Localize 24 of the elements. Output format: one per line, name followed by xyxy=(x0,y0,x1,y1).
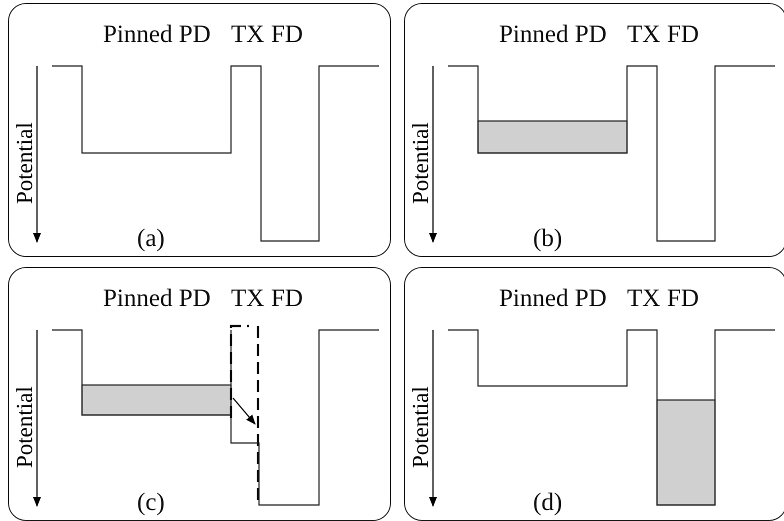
heading-label: TX xyxy=(231,286,264,312)
panel-caption: (c) xyxy=(137,490,165,516)
heading-label: Pinned PD xyxy=(499,22,607,48)
panel-caption: (b) xyxy=(533,226,562,252)
heading-label: TX xyxy=(627,286,660,312)
heading-label: Pinned PD xyxy=(103,22,211,48)
panel-frame xyxy=(404,267,784,521)
panel-frame xyxy=(404,3,784,257)
axis-label: Potential xyxy=(409,122,433,204)
heading-label: TX xyxy=(627,22,660,48)
panel-caption: (d) xyxy=(533,490,562,516)
heading-label: FD xyxy=(667,286,699,312)
panel-frame xyxy=(8,267,391,521)
axis-label: Potential xyxy=(13,122,37,204)
axis-label: Potential xyxy=(13,386,37,468)
heading-label: Pinned PD xyxy=(499,286,607,312)
heading-label: Pinned PD xyxy=(103,286,211,312)
heading-label: FD xyxy=(271,286,303,312)
heading-label: FD xyxy=(271,22,303,48)
panel-caption: (a) xyxy=(137,226,165,252)
panel-frame xyxy=(8,3,391,257)
heading-label: TX xyxy=(231,22,264,48)
heading-label: FD xyxy=(667,22,699,48)
axis-label: Potential xyxy=(409,386,433,468)
